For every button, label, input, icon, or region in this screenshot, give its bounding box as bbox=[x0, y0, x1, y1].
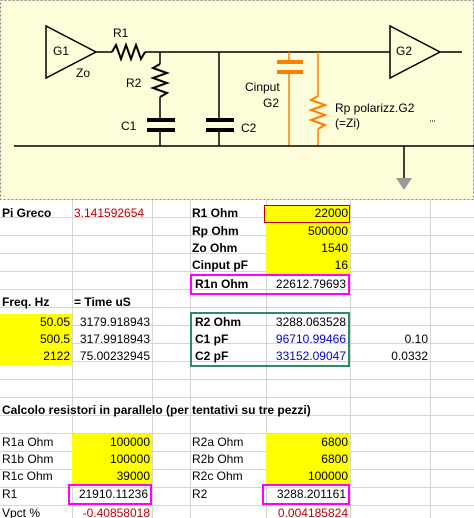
r2-resistor-shape bbox=[150, 63, 170, 98]
rp-resistor-shape bbox=[308, 95, 328, 130]
result-label-r2: R2 Ohm bbox=[195, 315, 242, 329]
freq-header: Freq. Hz bbox=[2, 295, 50, 309]
result-label-c1: C1 pF bbox=[195, 332, 229, 346]
vpct-label: Vpct % bbox=[2, 506, 41, 518]
r1-label: R1 bbox=[113, 26, 129, 40]
parallel-left-label-1: R1a Ohm bbox=[2, 435, 54, 449]
grid-col-line bbox=[152, 0, 153, 518]
time-value-1[interactable]: 3179.918943 bbox=[79, 315, 150, 329]
grid-col-line bbox=[190, 0, 191, 518]
grid-col-line bbox=[430, 0, 431, 518]
parallel-right-value-2[interactable]: 6800 bbox=[266, 451, 350, 468]
param-label-r1: R1 Ohm bbox=[192, 206, 239, 220]
rp-label: Rp polarizz.G2 bbox=[335, 101, 415, 115]
c2-capacitor-plate bbox=[206, 128, 234, 132]
parallel-left-label-3: R1c Ohm bbox=[2, 469, 53, 483]
vpct-left-value[interactable]: -0.40858018 bbox=[82, 506, 150, 518]
r1n-label: R1n Ohm bbox=[195, 277, 249, 291]
results-highlight-box bbox=[190, 312, 350, 367]
pi-value[interactable]: 3.141592654 bbox=[74, 206, 145, 220]
r2-label: R2 bbox=[126, 76, 142, 90]
time-value-2[interactable]: 317.9918943 bbox=[79, 332, 150, 346]
parallel-r1-value[interactable]: 21910.11236 bbox=[78, 487, 148, 501]
cinput-capacitor-plate bbox=[277, 70, 303, 74]
parallel-right-value-1[interactable]: 6800 bbox=[266, 434, 350, 451]
parallel-right-value-3[interactable]: 100000 bbox=[266, 468, 350, 485]
parallel-r1-label: R1 bbox=[2, 487, 18, 501]
param-value-rp[interactable]: 500000 bbox=[266, 223, 350, 240]
parallel-right-label-3: R2c Ohm bbox=[192, 469, 243, 483]
cinput-label: Cinput bbox=[245, 80, 280, 94]
g2-amplifier-shape bbox=[389, 24, 442, 80]
parallel-right-label-1: R2a Ohm bbox=[192, 435, 244, 449]
freq-value-3[interactable]: 2122 bbox=[0, 348, 72, 365]
grid-col-line bbox=[350, 0, 351, 518]
c1-label: C1 bbox=[121, 119, 137, 133]
time-header: = Time uS bbox=[74, 295, 131, 309]
freq-value-2[interactable]: 500.5 bbox=[0, 331, 72, 348]
pi-label: Pi Greco bbox=[2, 206, 52, 220]
result-extra-c2[interactable]: 0.0332 bbox=[391, 349, 428, 363]
vpct-right-value[interactable]: 0.004185824 bbox=[277, 506, 348, 518]
r1-resistor-shape bbox=[111, 42, 146, 62]
g1-amplifier-shape bbox=[45, 24, 98, 80]
zo-label: Zo bbox=[76, 66, 91, 80]
parallel-r2-value[interactable]: 3288.201161 bbox=[276, 487, 346, 501]
parallel-left-value-1[interactable]: 100000 bbox=[72, 434, 152, 451]
param-value-r1[interactable]: 22000 bbox=[264, 205, 350, 222]
parallel-title: Calcolo resistori in parallelo (per tent… bbox=[2, 403, 311, 417]
cinput-capacitor-plate bbox=[277, 60, 303, 64]
c1-capacitor-plate bbox=[147, 118, 175, 122]
zi-label: (=Zi) bbox=[335, 116, 360, 130]
result-label-c2: C2 pF bbox=[195, 349, 229, 363]
result-value-c1[interactable]: 96710.99466 bbox=[275, 332, 346, 346]
result-extra-c1[interactable]: 0.10 bbox=[404, 332, 428, 346]
cinput-g2-label: G2 bbox=[263, 96, 280, 110]
circuit-diagram: G1 Zo R1 R2 C1 C2 Cinput G2 Rp polarizz.… bbox=[0, 0, 474, 200]
result-value-c2[interactable]: 33152.09047 bbox=[275, 349, 346, 363]
r1n-value[interactable]: 22612.79693 bbox=[275, 277, 346, 291]
ground-arrow-icon bbox=[396, 178, 412, 190]
selected-cell-outline bbox=[264, 205, 350, 223]
g1-label: G1 bbox=[53, 44, 70, 58]
grid-col-line bbox=[72, 0, 73, 518]
r1-highlight-box bbox=[68, 484, 152, 505]
parallel-left-label-2: R1b Ohm bbox=[2, 452, 54, 466]
c2-label: C2 bbox=[241, 121, 257, 135]
parallel-left-value-2[interactable]: 100000 bbox=[72, 451, 152, 468]
g2-label: G2 bbox=[396, 44, 413, 58]
param-value-cinput[interactable]: 16 bbox=[266, 257, 350, 274]
circuit-drawing bbox=[0, 0, 474, 200]
diagram-border bbox=[0, 0, 474, 200]
result-value-r2[interactable]: 3288.063528 bbox=[275, 315, 346, 329]
r1n-highlight-box bbox=[190, 274, 350, 295]
freq-value-1[interactable]: 50.05 bbox=[0, 314, 72, 331]
r2-highlight-box bbox=[262, 484, 350, 505]
time-value-3[interactable]: 75.00232945 bbox=[79, 349, 150, 363]
c1-capacitor-plate bbox=[147, 128, 175, 132]
param-label-zo: Zo Ohm bbox=[192, 241, 238, 255]
parallel-left-value-3[interactable]: 39000 bbox=[72, 468, 152, 485]
c2-capacitor-plate bbox=[206, 118, 234, 122]
parallel-right-label-2: R2b Ohm bbox=[192, 452, 244, 466]
param-label-cinput: Cinput pF bbox=[192, 258, 248, 272]
parallel-r2-label: R2 bbox=[192, 487, 208, 501]
param-label-rp: Rp Ohm bbox=[192, 224, 239, 238]
param-value-zo[interactable]: 1540 bbox=[266, 240, 350, 257]
